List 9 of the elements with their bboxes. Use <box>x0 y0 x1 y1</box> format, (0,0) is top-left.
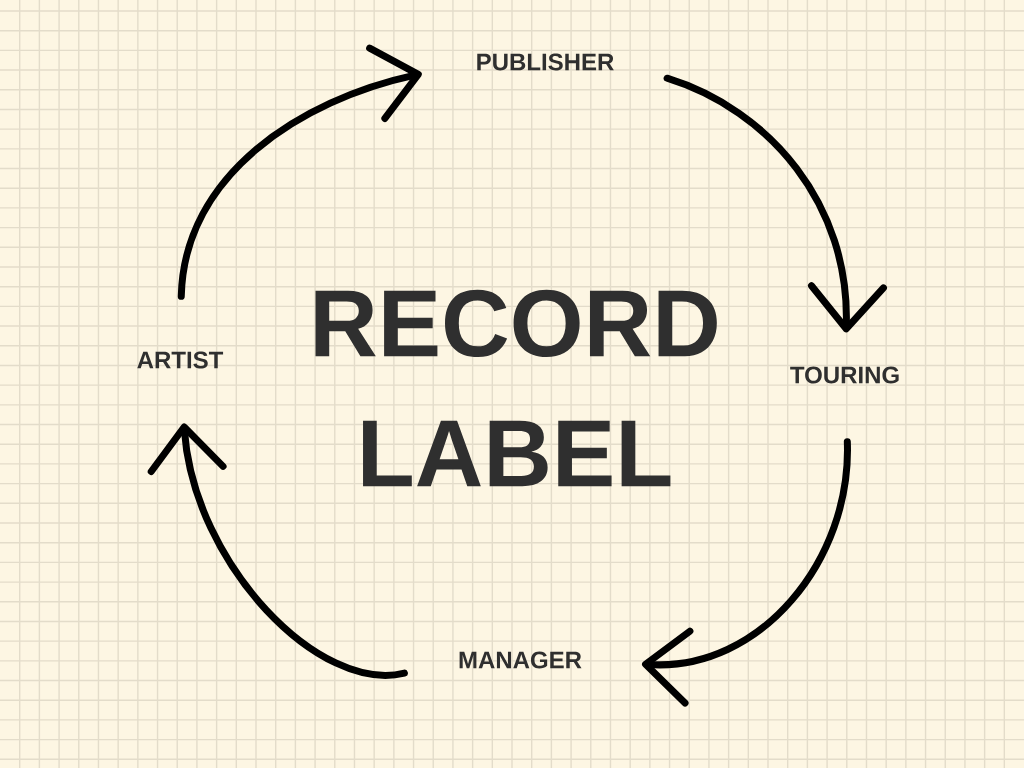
node-label: MANAGER <box>459 651 582 669</box>
node-label: ARTIST <box>137 351 224 369</box>
curved-arrow <box>177 44 422 300</box>
title: RECORD LABEL <box>315 289 717 487</box>
curved-arrow <box>642 438 851 707</box>
node-label: TOURING <box>790 366 899 384</box>
node-label: PUBLISHER <box>477 53 614 71</box>
curved-arrow <box>663 74 887 333</box>
curved-arrow <box>147 423 408 679</box>
